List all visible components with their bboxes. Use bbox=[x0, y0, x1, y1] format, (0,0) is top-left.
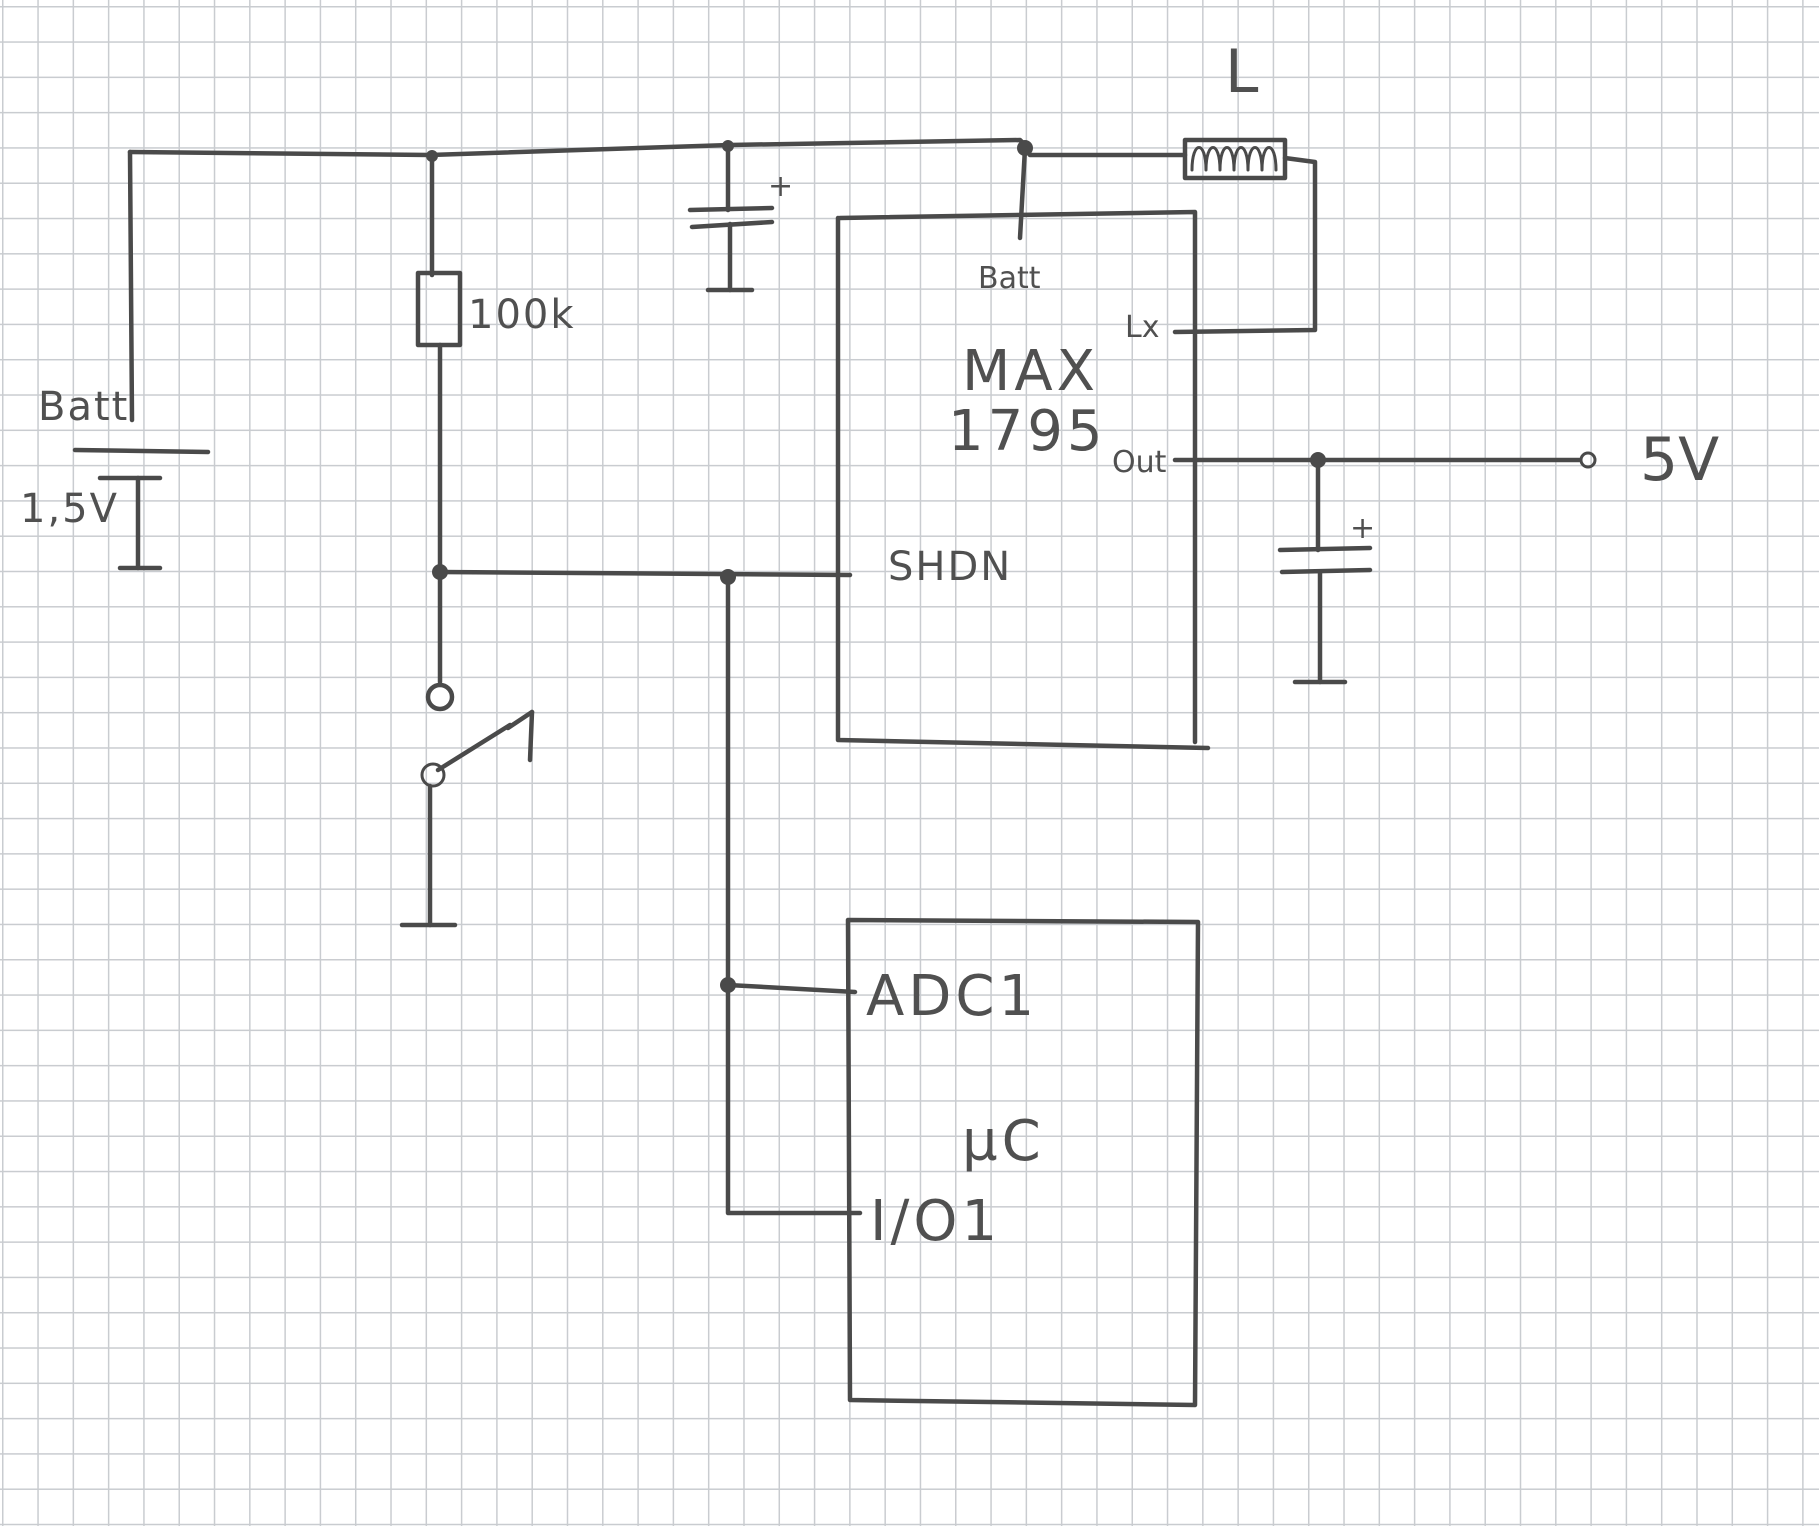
max1795-chip-outline bbox=[835, 209, 1211, 751]
ic-name-line1: MAX bbox=[962, 339, 1099, 404]
battery-voltage-label: 1,5V bbox=[20, 486, 119, 532]
ic-batt-pin-wire bbox=[1017, 145, 1028, 241]
input-cap-plus-label: + bbox=[768, 169, 793, 204]
ic-lx-pin-label: Lx bbox=[1125, 310, 1159, 345]
io-loop-wire bbox=[725, 982, 863, 1216]
adc-input-wire bbox=[725, 982, 858, 995]
inductor-symbol bbox=[1182, 137, 1288, 181]
output-terminal bbox=[1579, 451, 1597, 469]
inductor-label: L bbox=[1225, 37, 1259, 107]
battery-symbol bbox=[72, 447, 211, 571]
output-capacitor bbox=[1277, 545, 1373, 575]
output-cap-plus-label: + bbox=[1350, 511, 1375, 546]
inductor-right-wire bbox=[1172, 155, 1318, 335]
shdn-net-wire bbox=[437, 569, 853, 578]
supply-rail-wire bbox=[127, 137, 1033, 158]
push-switch bbox=[420, 682, 535, 788]
output-voltage-label: 5V bbox=[1640, 425, 1719, 495]
resistor-value-label: 100k bbox=[468, 292, 576, 338]
resistor-100k bbox=[415, 270, 463, 348]
battery-name-label: Batt bbox=[38, 384, 129, 430]
mcu-io-pin-label: I/O1 bbox=[870, 1189, 1001, 1254]
ic-out-pin-label: Out bbox=[1112, 445, 1167, 480]
mcu-adc-pin-label: ADC1 bbox=[866, 964, 1038, 1029]
battery-positive-wire bbox=[127, 149, 135, 423]
mcu-label: µC bbox=[962, 1109, 1045, 1174]
ic-name-line2: 1795 bbox=[948, 399, 1107, 464]
junction-resistor-top bbox=[426, 150, 438, 162]
ic-batt-pin-label: Batt bbox=[978, 261, 1041, 296]
microcontroller-outline bbox=[845, 917, 1201, 1408]
ic-shdn-pin-label: SHDN bbox=[888, 544, 1012, 590]
